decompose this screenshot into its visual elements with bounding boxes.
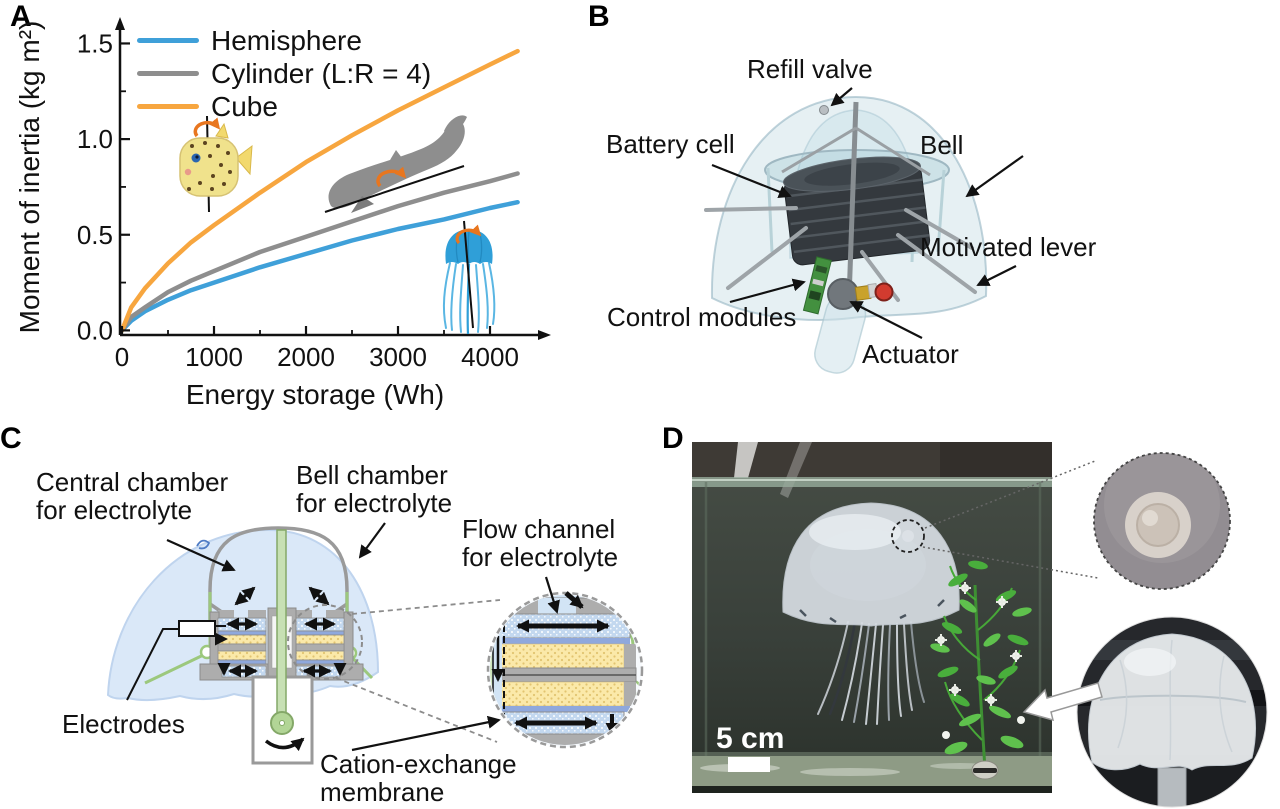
label-battery-cell: Battery cell bbox=[606, 129, 735, 159]
electrode-bracket bbox=[178, 620, 216, 637]
whale-illustration bbox=[324, 115, 467, 213]
flow-arrows bbox=[217, 586, 347, 678]
panel-label-b: B bbox=[588, 0, 610, 33]
annotation-arrows bbox=[711, 87, 1024, 339]
valve-callout-circle bbox=[891, 519, 925, 553]
scale-bar bbox=[728, 757, 770, 772]
legend-item: Cube bbox=[137, 90, 431, 123]
y-tick-label: 0.0 bbox=[77, 315, 113, 345]
panel-b-illustration bbox=[704, 87, 1024, 374]
panel-a-chart: 0 1000 2000 3000 4000 0.0 0.5 1.0 1.5 bbox=[77, 17, 551, 372]
refill-valve-shape bbox=[819, 105, 829, 115]
y-axis-title: Moment of inertia (kg m²) bbox=[14, 20, 45, 334]
legend-label: Cylinder (L:R = 4) bbox=[211, 57, 432, 89]
central-rod bbox=[846, 101, 859, 301]
label-bell-chamber: Bell chamber for electrolyte bbox=[296, 460, 453, 518]
y-tick-label: 1.0 bbox=[77, 124, 113, 154]
panel-d-photo bbox=[692, 442, 1268, 808]
aquarium-plant bbox=[930, 560, 1032, 780]
bell-inset-photo bbox=[1076, 616, 1268, 808]
panel-label-a: A bbox=[10, 0, 32, 33]
legend-item: Hemisphere bbox=[137, 24, 431, 57]
pcb-board bbox=[802, 256, 832, 315]
x-tick-label: 0 bbox=[115, 342, 129, 372]
label-flow-channel: Flow channel for electrolyte bbox=[462, 514, 619, 572]
curve-cube bbox=[119, 48, 520, 333]
legend-label: Hemisphere bbox=[211, 24, 362, 56]
label-bell: Bell bbox=[920, 130, 964, 160]
x-axis-title: Energy storage (Wh) bbox=[185, 379, 445, 410]
rotation-arrow-icon bbox=[455, 224, 482, 245]
y-tick-label: 1.5 bbox=[77, 28, 113, 58]
refill-valve-symbol bbox=[196, 539, 211, 550]
x-axis-arrow bbox=[538, 330, 551, 340]
label-motivated-lever: Motivated lever bbox=[920, 232, 1097, 262]
scale-bar-label: 5 cm bbox=[716, 722, 785, 755]
central-chamber-outline bbox=[208, 526, 349, 622]
battery-stack bbox=[782, 156, 931, 266]
label-control-modules: Control modules bbox=[607, 302, 797, 332]
x-tick-label: 3000 bbox=[369, 342, 427, 372]
rotation-arrow-icon bbox=[376, 166, 407, 188]
label-cation-membrane: Cation-exchange membrane bbox=[320, 749, 517, 807]
valve-inset-photo bbox=[1093, 452, 1231, 590]
label-actuator: Actuator bbox=[862, 339, 959, 369]
y-tick-label: 0.5 bbox=[77, 220, 113, 250]
legend-swatch bbox=[137, 38, 199, 43]
chart-curves bbox=[119, 48, 520, 333]
rotation-arrow-icon bbox=[193, 117, 221, 138]
label-central-chamber: Central chamber for electrolyte bbox=[36, 467, 229, 525]
label-refill-valve: Refill valve bbox=[747, 54, 873, 84]
curve-hemisphere bbox=[119, 199, 520, 333]
flow-channel-inset bbox=[486, 591, 644, 749]
legend-label: Cube bbox=[211, 90, 278, 122]
y-axis-arrow bbox=[115, 17, 125, 30]
x-tick-label: 4000 bbox=[461, 342, 519, 372]
legend-swatch bbox=[137, 71, 199, 76]
panel-label-c: C bbox=[0, 422, 22, 455]
legend-item: Cylinder (L:R = 4) bbox=[137, 57, 431, 90]
plant-flowers bbox=[935, 582, 1025, 739]
panel-c-schematic bbox=[106, 522, 644, 765]
jellyfish-illustration bbox=[442, 220, 496, 335]
axis-ticks: 0 1000 2000 3000 4000 0.0 0.5 1.0 1.5 bbox=[77, 28, 519, 372]
lever-rods bbox=[704, 206, 977, 302]
drive-shaft bbox=[276, 529, 287, 721]
boxfish-illustration bbox=[179, 115, 253, 213]
jellyfish-robot-photo bbox=[782, 502, 960, 725]
curve-cylinder-l-r bbox=[119, 171, 520, 333]
x-tick-label: 1000 bbox=[185, 342, 243, 372]
label-electrodes: Electrodes bbox=[62, 709, 185, 739]
panel-label-d: D bbox=[662, 422, 684, 455]
x-tick-label: 2000 bbox=[277, 342, 335, 372]
legend-swatch bbox=[137, 104, 199, 109]
annotation-arrows bbox=[166, 522, 584, 752]
white-pointer-arrow bbox=[1022, 682, 1103, 722]
crank-rotation-arrow bbox=[264, 737, 305, 752]
